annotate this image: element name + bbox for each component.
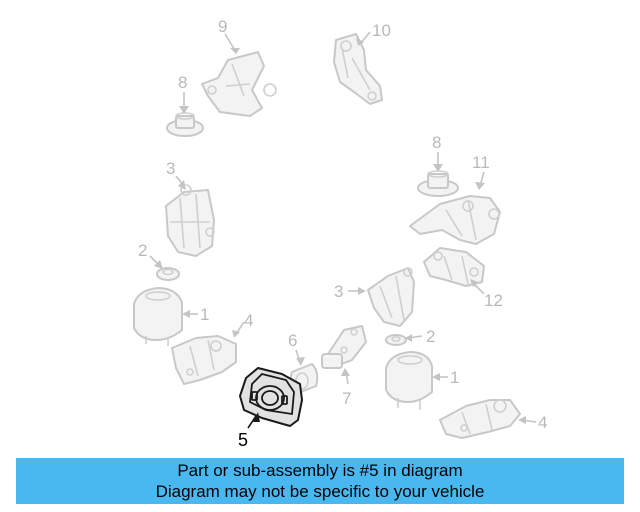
callout-11: 11 bbox=[472, 153, 490, 172]
part-3-mount-left: 3 bbox=[165, 159, 215, 257]
part-8-pad-right: 8 bbox=[417, 133, 459, 197]
parts-diagram: 9 10 8 3 8 bbox=[133, 17, 547, 450]
part-4-bracket-left: 4 bbox=[171, 311, 253, 385]
part-2-washer-right: 2 bbox=[385, 327, 435, 346]
callout-4-left: 4 bbox=[244, 311, 253, 330]
callout-1-right: 1 bbox=[450, 368, 459, 387]
part-7-stud: 7 bbox=[321, 325, 367, 408]
part-11-bracket: 11 bbox=[409, 153, 501, 245]
part-9-bracket: 9 bbox=[201, 17, 277, 117]
part-1-mount-left: 1 bbox=[133, 287, 209, 346]
part-4-bracket-right: 4 bbox=[439, 399, 547, 439]
callout-8-upper: 8 bbox=[178, 73, 187, 92]
callout-3-right: 3 bbox=[334, 282, 343, 301]
part-5-plate-highlighted: 5 bbox=[238, 367, 303, 450]
part-2-washer-left: 2 bbox=[138, 241, 180, 281]
callout-6: 6 bbox=[288, 331, 297, 350]
banner-line-disclaimer: Diagram may not be specific to your vehi… bbox=[155, 482, 485, 501]
callout-7: 7 bbox=[342, 389, 351, 408]
part-12-bracket: 12 bbox=[423, 247, 503, 310]
callout-2-left: 2 bbox=[138, 241, 147, 260]
callout-2-right: 2 bbox=[426, 327, 435, 346]
part-10-bracket: 10 bbox=[333, 21, 391, 105]
part-8-pad-upper: 8 bbox=[166, 73, 204, 137]
callout-10: 10 bbox=[372, 21, 391, 40]
callout-4-right: 4 bbox=[538, 413, 547, 432]
info-banner: Part or sub-assembly is #5 in diagram Di… bbox=[16, 458, 624, 504]
callout-8-right: 8 bbox=[432, 133, 441, 152]
callout-3-left: 3 bbox=[166, 159, 175, 178]
callout-9: 9 bbox=[218, 17, 227, 36]
banner-line-part: Part or sub-assembly is #5 in diagram bbox=[177, 461, 463, 480]
callout-1-left: 1 bbox=[200, 305, 209, 324]
part-1-mount-right: 1 bbox=[385, 351, 459, 410]
callout-12: 12 bbox=[484, 291, 503, 310]
callout-5: 5 bbox=[238, 430, 248, 450]
part-3-mount-right: 3 bbox=[334, 267, 415, 327]
